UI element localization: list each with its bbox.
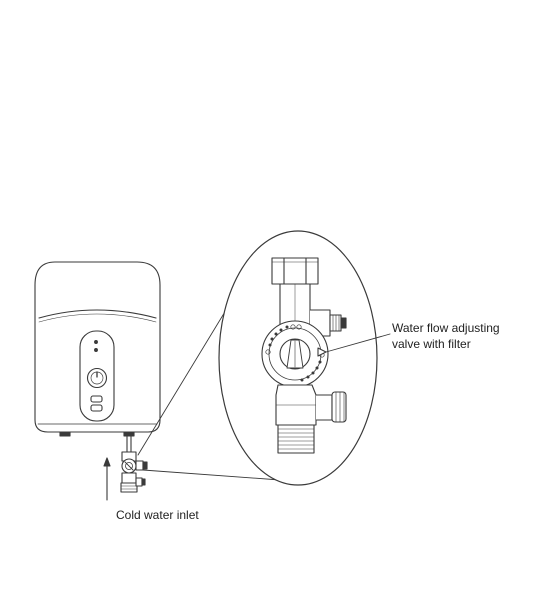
flow-scale-dots xyxy=(268,325,322,382)
control-button xyxy=(90,404,103,412)
indicator-light xyxy=(94,340,98,344)
indicator-light xyxy=(94,348,98,352)
valve-enlarged xyxy=(261,257,347,454)
inlet-pipe xyxy=(126,435,132,453)
valve-leader-line xyxy=(325,333,391,353)
temperature-knob xyxy=(86,367,108,389)
control-button xyxy=(90,395,103,403)
zoom-callout-lines xyxy=(137,286,281,481)
water-heater-icon xyxy=(34,261,161,437)
flow-valve-icon xyxy=(120,451,148,493)
arrow-up-icon xyxy=(103,457,111,501)
cold-water-inlet-label: Cold water inlet xyxy=(116,508,199,522)
valve-label-line-1: Water flow adjusting xyxy=(392,321,500,335)
valve-label-line-2: valve with filter xyxy=(392,337,471,351)
